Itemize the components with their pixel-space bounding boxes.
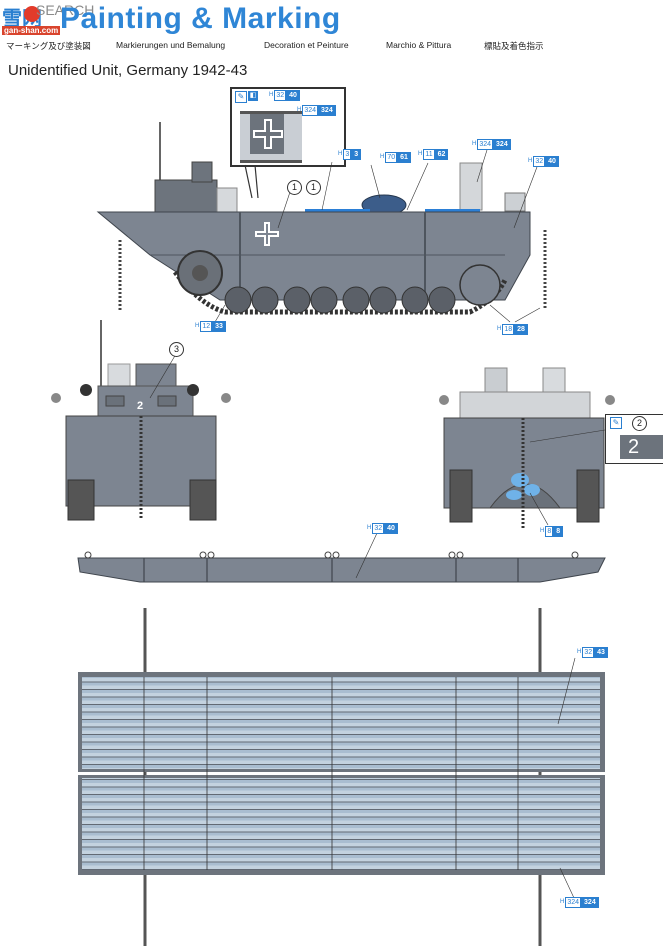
watermark-site: gan-shan.com <box>2 26 61 35</box>
lang-french: Decoration et Peinture <box>264 40 349 50</box>
rear-view-drawing <box>439 367 615 528</box>
decal-ref-3: 3 <box>169 342 184 357</box>
rear-marking-number: 2 <box>620 435 663 459</box>
lang-japanese: マーキング及び塗装図 <box>6 41 91 51</box>
watermark-search: SEARCH <box>36 2 95 18</box>
brush-icon: ✎ <box>235 91 247 103</box>
brush-icon: ✎ <box>610 417 622 429</box>
balkenkreuz-icon <box>253 119 283 149</box>
front-view: 3 2 <box>0 320 260 530</box>
decal-icon: ◧ <box>248 91 258 101</box>
pontoon-side-drawing <box>77 530 606 583</box>
front-view-drawing <box>51 320 231 521</box>
lang-chinese: 標貼及着色指示 <box>484 41 544 51</box>
pontoon-top-drawing <box>78 608 605 946</box>
decal-ref-2: 2 <box>632 416 647 431</box>
lang-italian: Marchio & Pittura <box>386 40 452 50</box>
balkenkreuz-inset: ✎ ◧ <box>230 87 346 167</box>
unit-subtitle: Unidentified Unit, Germany 1942-43 <box>8 62 248 79</box>
decal-ref-1a: 1 <box>287 180 302 195</box>
page-title: Painting & Marking <box>60 2 341 35</box>
side-view-drawing <box>96 122 547 323</box>
rear-number-inset: ✎ 2 2 <box>605 414 663 464</box>
lang-german: Markierungen und Bemalung <box>116 40 226 50</box>
decal-ref-1b: 1 <box>306 180 321 195</box>
watermark-logo: 雪网 SEARCH gan-shan.com <box>2 2 94 36</box>
gear-icon <box>24 6 40 22</box>
front-marking-number: 2 <box>137 400 144 412</box>
